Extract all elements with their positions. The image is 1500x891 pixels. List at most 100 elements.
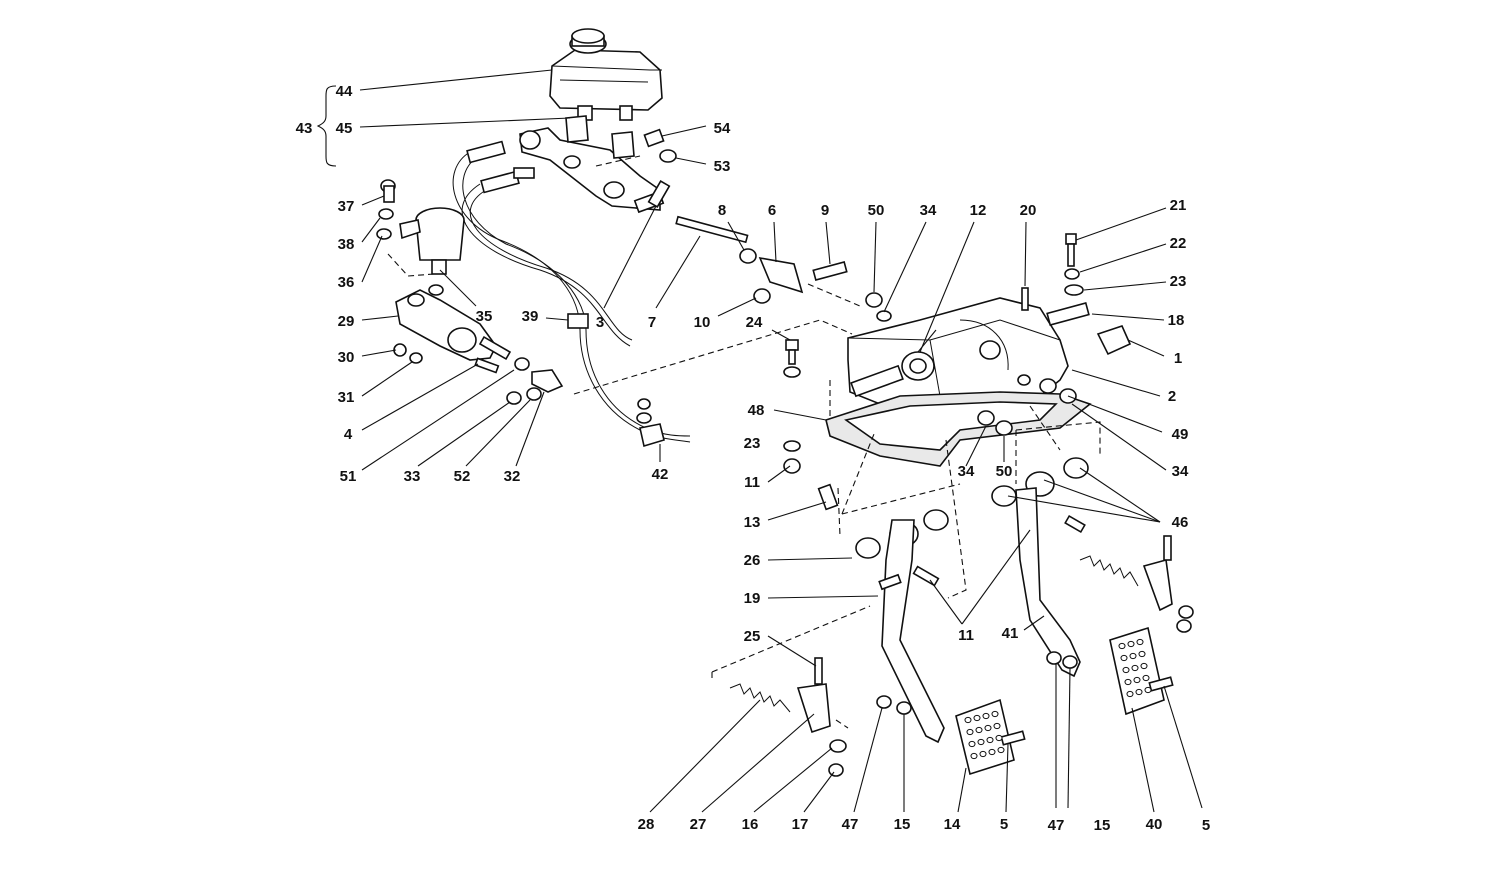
callout-label-34: 34 — [920, 202, 937, 219]
leader-line-51 — [361, 369, 515, 471]
callout-label-29: 29 — [338, 313, 355, 330]
callout-label-30: 30 — [338, 349, 355, 366]
callout-label-53: 53 — [714, 158, 731, 175]
clutch-pedal — [876, 487, 1174, 716]
callout-label-repeat: 47 — [1048, 817, 1065, 834]
leader-line-13 — [767, 501, 827, 521]
callout-label-11: 11 — [744, 474, 760, 491]
callout-label-12: 12 — [970, 202, 987, 219]
callout-label-36: 36 — [338, 274, 355, 291]
callout-label-37: 37 — [338, 198, 355, 215]
pedal-bushings — [855, 457, 1089, 559]
leader-line-35 — [439, 269, 477, 307]
leader-line-27 — [701, 713, 815, 813]
pad-grip-dot — [964, 716, 972, 724]
leader-line-45 — [359, 117, 571, 128]
leader-line-37 — [361, 195, 385, 206]
leader-line-48 — [773, 409, 827, 421]
pad-grip-dot — [1124, 678, 1132, 686]
callout-label-43: 43 — [296, 120, 313, 137]
pad-grip-dot — [986, 736, 994, 744]
leader-lines — [359, 69, 1203, 813]
leader-line-26 — [767, 557, 853, 561]
pad-grip-dot — [1122, 666, 1130, 674]
callout-label-40: 40 — [1146, 816, 1163, 833]
pad-grip-dot — [1129, 652, 1137, 660]
leader-line-3 — [603, 205, 657, 309]
leader-line-7 — [655, 235, 701, 309]
callout-label-10: 10 — [694, 314, 711, 331]
leader-line-20 — [1024, 221, 1027, 287]
callout-label-15: 15 — [894, 816, 911, 833]
callout-label-13: 13 — [744, 514, 761, 531]
callout-label-17: 17 — [792, 816, 809, 833]
leader-line-5 — [1005, 743, 1009, 813]
callout-label-33: 33 — [404, 468, 421, 485]
callout-label-50: 50 — [868, 202, 885, 219]
pad-grip-dot — [975, 726, 983, 734]
callout-label-repeat: 34 — [958, 463, 975, 480]
leader-line-53 — [675, 157, 707, 165]
callout-label-54: 54 — [714, 120, 731, 137]
callout-label-6: 6 — [768, 202, 776, 219]
callout-label-19: 19 — [744, 590, 761, 607]
leader-line-39 — [545, 317, 569, 321]
leader-line-extra-9 — [1163, 685, 1203, 809]
leader-line-extra-1 — [1007, 495, 1161, 523]
callout-label-52: 52 — [454, 468, 471, 485]
callout-label-repeat: 15 — [1094, 817, 1111, 834]
brake-pedal-pad — [964, 710, 1005, 760]
leader-line-30 — [361, 349, 397, 357]
leader-line-21 — [1075, 207, 1167, 241]
pad-grip-dot — [991, 710, 999, 718]
callout-label-47: 47 — [842, 816, 859, 833]
push-rod — [647, 180, 848, 304]
group-bracket-43 — [316, 85, 337, 167]
clutch-pedal-pad — [1118, 638, 1152, 698]
callout-label-27: 27 — [690, 816, 707, 833]
callout-label-28: 28 — [638, 816, 655, 833]
callout-label-23: 23 — [1170, 273, 1187, 290]
callout-label-31: 31 — [338, 389, 355, 406]
leader-line-extra-0 — [1043, 479, 1161, 523]
callout-label-49: 49 — [1172, 426, 1189, 443]
pad-grip-dot — [1138, 650, 1146, 658]
leader-line-41 — [1023, 615, 1045, 631]
callout-label-39: 39 — [522, 308, 539, 325]
callout-label-3: 3 — [596, 314, 604, 331]
leader-line-4 — [361, 363, 479, 431]
callout-label-repeat: 5 — [1202, 817, 1210, 834]
callout-label-22: 22 — [1170, 235, 1187, 252]
pad-grip-dot — [1133, 676, 1141, 684]
pad-grip-dot — [979, 750, 987, 758]
callout-label-32: 32 — [504, 468, 521, 485]
leader-line-47 — [853, 707, 883, 813]
leader-line-11 — [767, 465, 791, 483]
pad-grip-dot — [1118, 642, 1126, 650]
callout-label-46: 46 — [1172, 514, 1189, 531]
callout-label-repeat: 50 — [996, 463, 1013, 480]
callout-label-25: 25 — [744, 628, 761, 645]
return-springs — [729, 514, 1194, 777]
leader-line-22 — [1079, 243, 1167, 273]
leader-line-23 — [1083, 281, 1167, 291]
pad-grip-dot — [1127, 640, 1135, 648]
callout-label-41: 41 — [1002, 625, 1019, 642]
callout-label-1: 1 — [1174, 350, 1182, 367]
callout-label-35: 35 — [476, 308, 493, 325]
leader-line-44 — [359, 69, 553, 91]
callout-label-8: 8 — [718, 202, 726, 219]
leader-line-46 — [1079, 467, 1161, 523]
leader-line-9 — [825, 221, 831, 265]
pad-grip-dot — [988, 748, 996, 756]
leader-line-1 — [1127, 339, 1165, 357]
leader-line-34 — [883, 221, 927, 313]
leader-line-18 — [1091, 313, 1165, 321]
leader-line-52 — [465, 399, 531, 467]
pipe-clamp — [636, 398, 665, 448]
callout-label-repeat: 11 — [958, 627, 974, 644]
callout-label-16: 16 — [742, 816, 759, 833]
pad-grip-dot — [993, 722, 1001, 730]
